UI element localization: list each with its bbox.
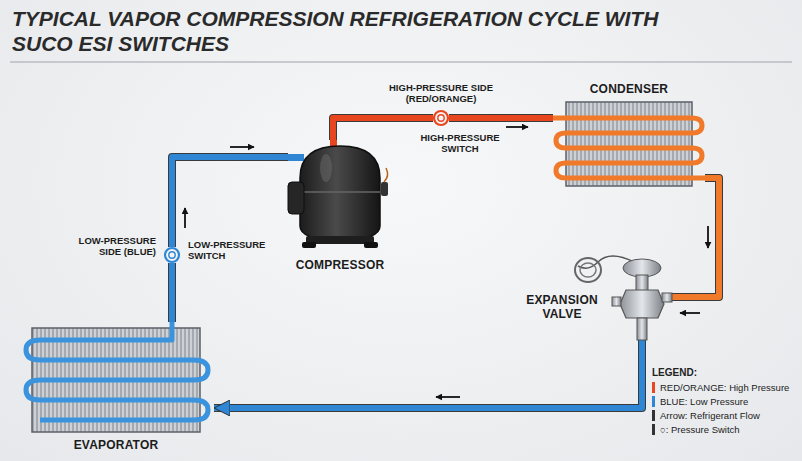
refrigerant-pipe	[672, 178, 719, 297]
legend-row: Arrow: Refrigerant Flow	[652, 408, 789, 422]
legend-swatch	[652, 382, 655, 393]
compressor-illustration	[288, 140, 388, 248]
compressor-illustration-part	[320, 154, 332, 182]
pipe-outline	[172, 157, 288, 247]
pressure-switch: HIGH-PRESSURE SIDE (RED/ORANGE)HIGH-PRES…	[433, 110, 449, 126]
evaporator-coil-part	[26, 322, 208, 420]
switch-symbol	[433, 110, 449, 126]
pipe-outline	[214, 340, 642, 408]
flow-arrows-part	[680, 312, 700, 314]
pipe-outline	[333, 118, 433, 140]
condenser-unit: CONDENSER	[553, 82, 705, 188]
switch-ring	[434, 111, 448, 125]
title-rule	[10, 61, 792, 63]
pipe-group	[333, 118, 433, 140]
pipe-outline	[449, 114, 553, 122]
expansion-valve-illustration-part	[620, 290, 664, 318]
expansion-valve-illustration-part	[612, 297, 621, 306]
compressor-illustration-part	[381, 182, 388, 196]
expansion-valve-illustration-part	[623, 259, 661, 277]
condenser-coil-part	[553, 118, 705, 178]
flow-arrows-part	[707, 226, 709, 248]
legend-text: BLUE: Low Pressure	[660, 396, 748, 407]
expansion-valve-illustration-part	[580, 263, 596, 277]
legend-bar	[652, 410, 655, 421]
compressor-illustration-part	[300, 146, 380, 240]
compressor-unit: COMPRESSOR	[288, 140, 392, 275]
pipe-group	[172, 157, 288, 247]
pipe-group	[214, 340, 642, 408]
legend: LEGEND: RED/ORANGE: High PressureBLUE: Lo…	[652, 366, 789, 436]
switch-label: LOW-PRESSURE SWITCH	[188, 239, 288, 261]
legend-swatch	[652, 396, 655, 407]
switch-label: LOW-PRESSURE SIDE (BLUE)	[58, 235, 156, 257]
compressor-illustration-part	[288, 182, 304, 214]
refrigerant-pipe	[172, 157, 288, 247]
switch-ring	[165, 248, 179, 262]
compressor-illustration-part	[306, 236, 374, 244]
legend-text: Arrow: Refrigerant Flow	[660, 410, 760, 421]
switch-core	[169, 252, 175, 258]
flow-arrows	[185, 127, 708, 397]
legend-row: BLUE: Low Pressure	[652, 394, 789, 408]
refrigerant-pipe	[333, 118, 433, 140]
expansion-valve: EXPANSION VALVE	[612, 255, 672, 340]
refrigerant-pipe	[214, 340, 642, 408]
component-label: EXPANSION VALVE	[518, 293, 606, 321]
compressor-illustration-part	[364, 242, 378, 248]
pressure-switch: LOW-PRESSURE SIDE (BLUE)LOW-PRESSURE SWI…	[164, 247, 180, 263]
flow-arrows-part	[230, 146, 254, 148]
expansion-valve-illustration-part	[662, 293, 672, 302]
compressor-illustration-part	[384, 168, 388, 182]
pipe-outline	[672, 178, 719, 297]
pipe-outline	[168, 263, 176, 322]
legend-row: ○: Pressure Switch	[652, 422, 789, 436]
switch-symbol	[164, 247, 180, 263]
expansion-valve-illustration-part	[636, 275, 648, 291]
legend-heading: LEGEND:	[652, 366, 789, 380]
legend-bar	[652, 424, 655, 435]
evaporator-unit: EVAPORATOR	[18, 322, 214, 456]
switch-label: HIGH-PRESSURE SIDE (RED/ORANGE)	[371, 82, 511, 104]
component-label: CONDENSER	[553, 82, 705, 96]
component-label: EVAPORATOR	[18, 438, 214, 452]
component-label: COMPRESSOR	[278, 258, 402, 272]
expansion-valve-illustration-part	[575, 258, 601, 282]
switch-label: HIGH-PRESSURE SWITCH	[405, 132, 515, 154]
pipe-group	[449, 118, 553, 119]
flow-arrows-part	[184, 208, 186, 228]
legend-row: RED/ORANGE: High Pressure	[652, 380, 789, 394]
condenser-coil-part	[566, 102, 692, 186]
legend-text: RED/ORANGE: High Pressure	[660, 382, 789, 393]
refrigerant-pipe	[169, 263, 175, 322]
switch-core	[438, 115, 444, 121]
compressor-illustration-part	[302, 242, 316, 248]
condenser-coil	[553, 102, 705, 186]
legend-text: ○: Pressure Switch	[660, 424, 740, 435]
expansion-valve-illustration-part	[637, 318, 647, 340]
pipe-group	[672, 178, 719, 297]
refrigerant-pipe	[449, 115, 553, 121]
flow-arrows-part	[436, 396, 460, 398]
compressor-illustration-part	[288, 154, 304, 161]
compressor-illustration-part	[300, 191, 380, 193]
flow-arrows-part	[506, 126, 528, 128]
pipe-group	[172, 263, 173, 322]
diagram-title: TYPICAL VAPOR COMPRESSION REFRIGERATION …	[12, 6, 663, 56]
evaporator-coil	[26, 322, 208, 432]
